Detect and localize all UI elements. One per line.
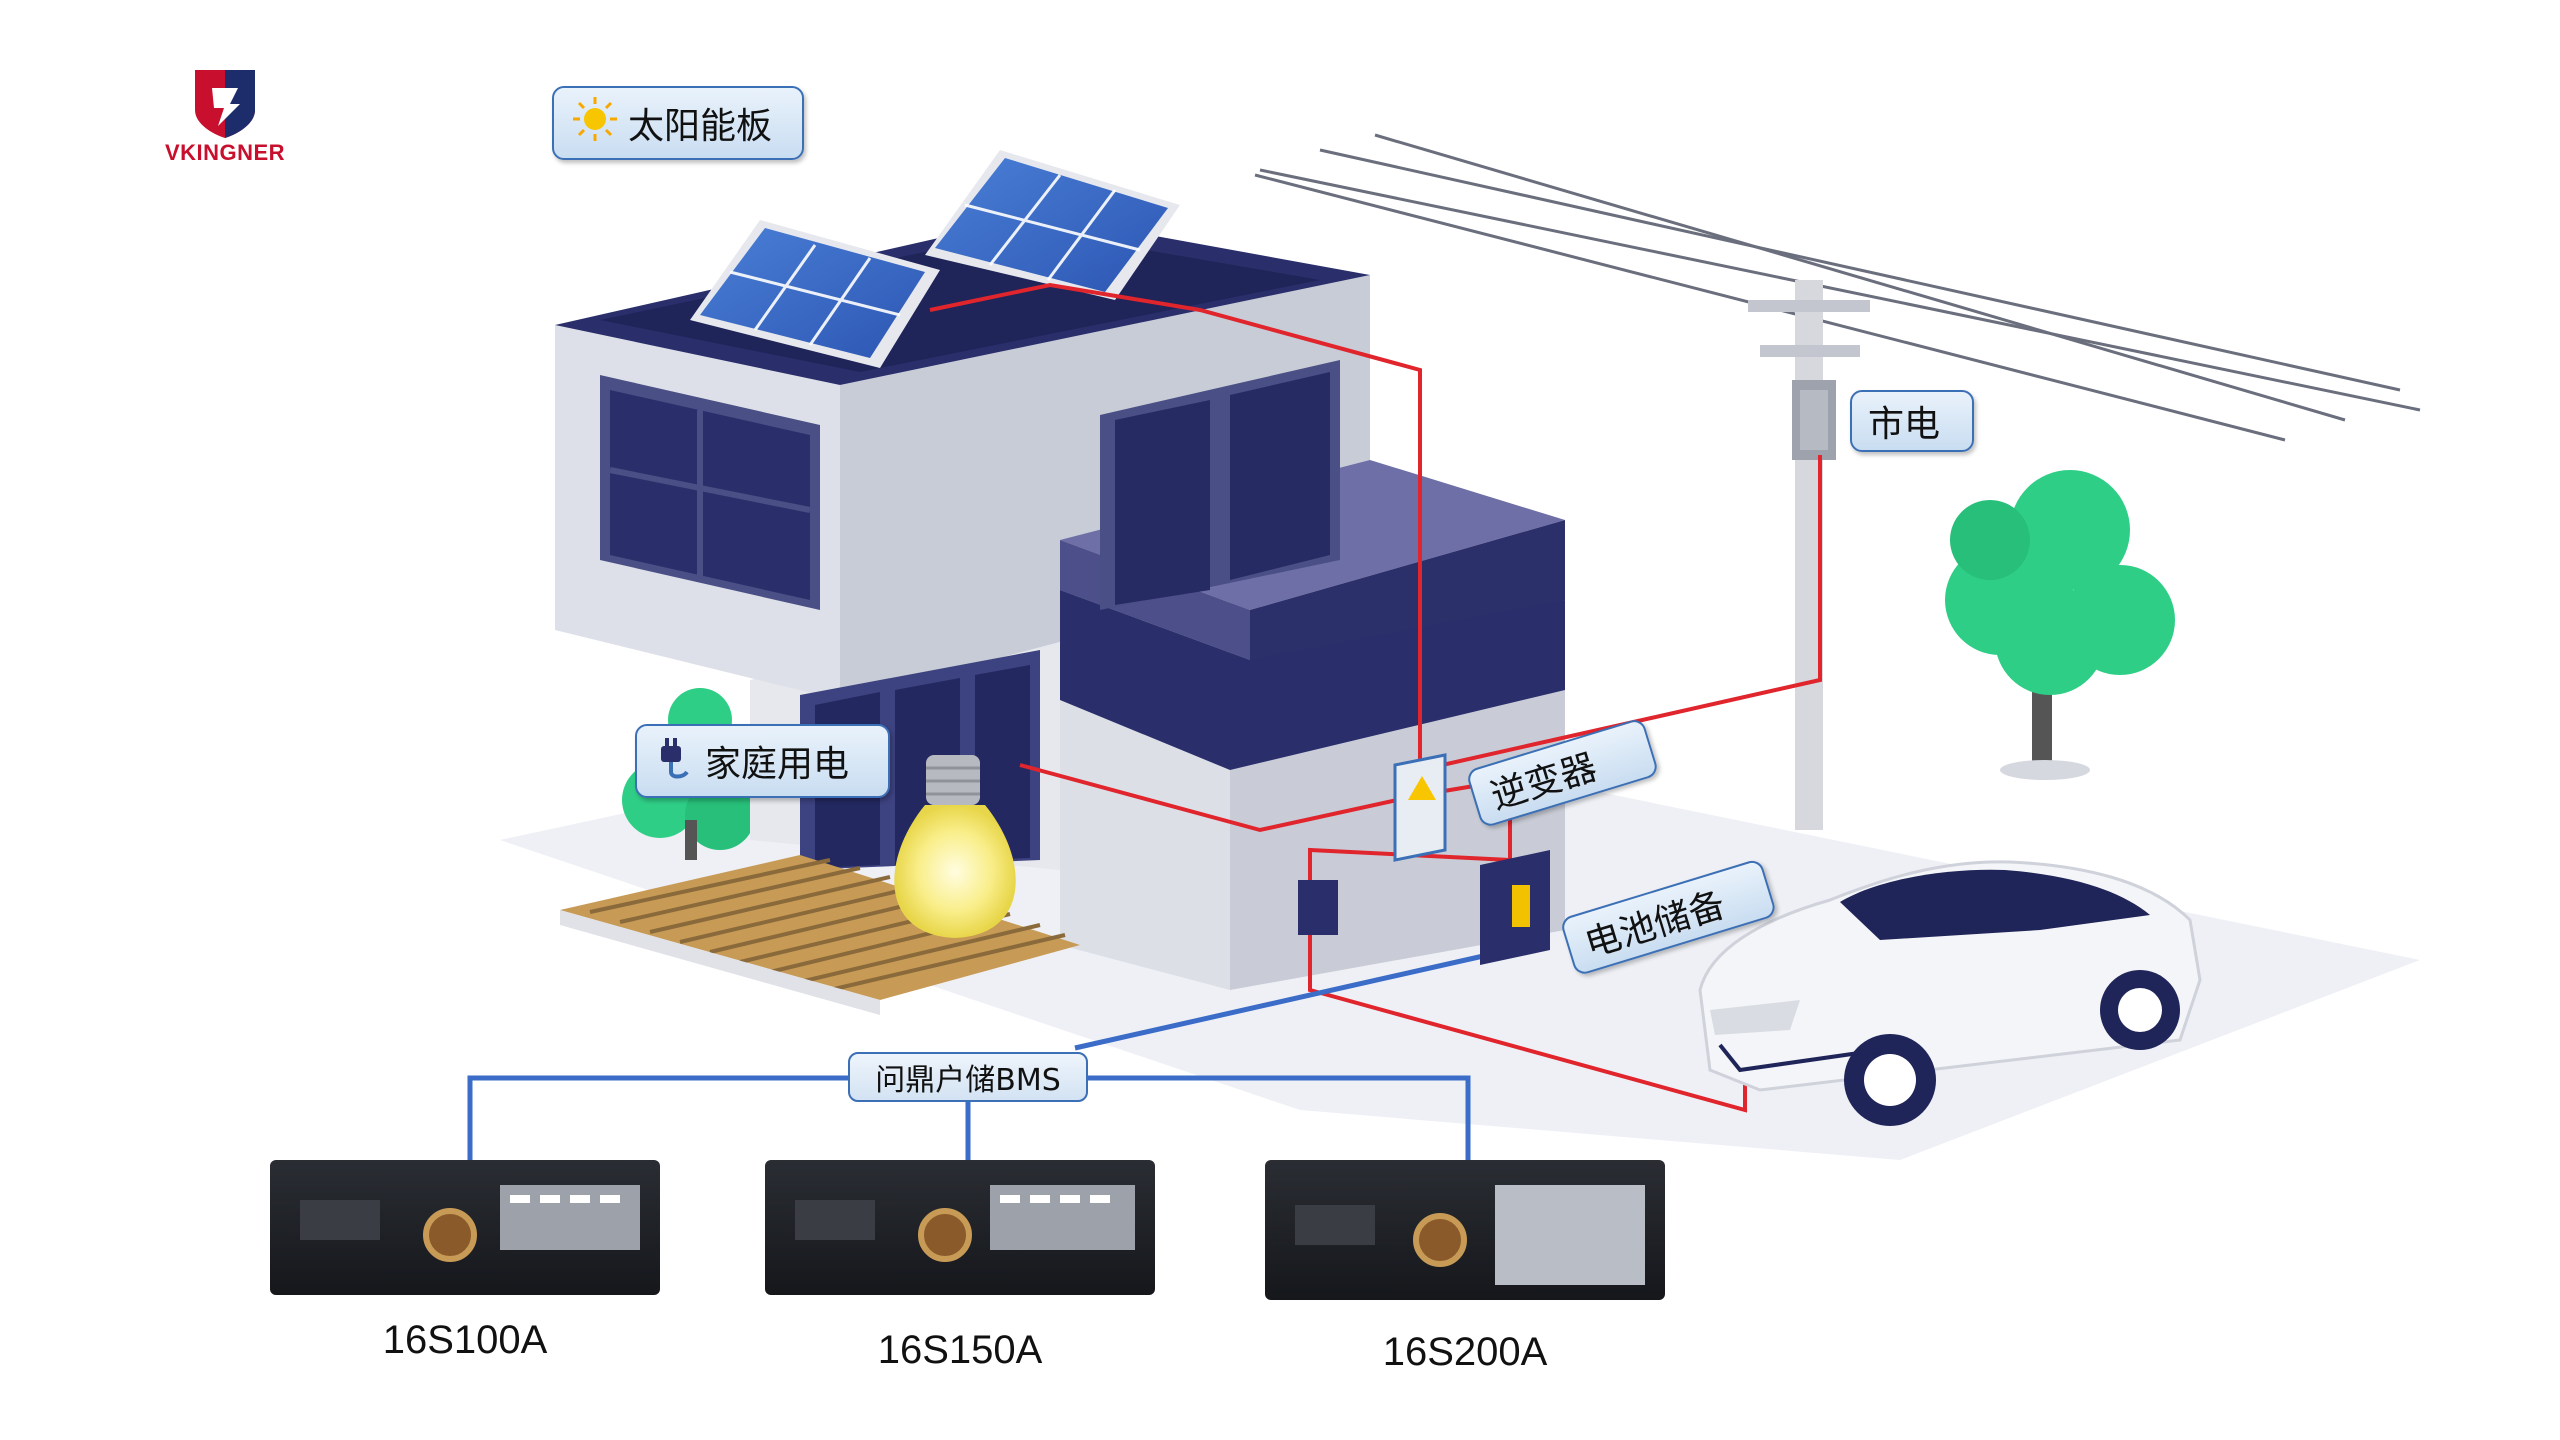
brand-logo: VKINGNER xyxy=(140,60,310,170)
solar-panel-label: 太阳能板 xyxy=(552,86,804,160)
meter-box xyxy=(1298,880,1338,935)
electric-car xyxy=(1698,860,2202,1126)
bms-text: 问鼎户储BMS xyxy=(875,1063,1061,1098)
household-text: 家庭用电 xyxy=(705,744,850,785)
data-wires xyxy=(467,947,1511,1160)
shield-logo-icon xyxy=(195,70,255,138)
grid-text: 市电 xyxy=(1868,404,1941,445)
sun-icon xyxy=(570,94,620,153)
plug-icon xyxy=(653,732,697,791)
battery-icon xyxy=(1512,885,1530,927)
bms-label: 问鼎户储BMS xyxy=(848,1052,1088,1102)
tree-right xyxy=(1945,470,2175,780)
bms-board-16s100a xyxy=(270,1160,660,1295)
brand-name: VKINGNER xyxy=(164,140,286,165)
utility-pole xyxy=(1748,280,1870,830)
household-label: 家庭用电 xyxy=(635,724,890,798)
solar-panel-text: 太阳能板 xyxy=(628,106,773,147)
inverter-box xyxy=(1393,753,1447,862)
model-label-3: 16S200A xyxy=(1382,1330,1548,1374)
light-bulb xyxy=(894,755,1016,938)
solar-panel-right xyxy=(925,150,1180,300)
grid-label: 市电 xyxy=(1850,390,1974,452)
battery-box xyxy=(1480,850,1550,965)
solar-panel-left xyxy=(690,220,940,368)
bms-board-16s150a xyxy=(765,1160,1155,1295)
warning-icon xyxy=(1408,776,1436,800)
model-label-1: 16S100A xyxy=(382,1318,548,1362)
model-label-2: 16S150A xyxy=(877,1328,1043,1372)
power-lines xyxy=(1254,133,2421,442)
bms-board-16s200a xyxy=(1265,1160,1665,1300)
